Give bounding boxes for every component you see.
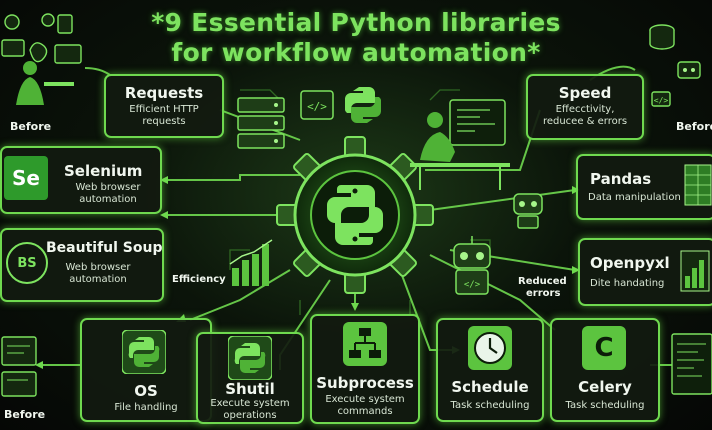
svg-text:</>: </>: [307, 100, 327, 113]
subprocess-card: Subprocess Execute system commands: [310, 314, 420, 424]
flowchart-icon: [343, 322, 387, 366]
spreadsheet-icon: [684, 164, 712, 206]
requests-desc-1: Efficient HTTP: [129, 104, 199, 115]
python-gear-icon: [276, 136, 434, 294]
reduced-label-1: Reduced: [518, 276, 567, 287]
openpyxl-card: Openpyxl Dite handating: [578, 238, 712, 306]
before-workflow-icon: [1, 13, 82, 105]
excel-chart-icon: [680, 250, 710, 292]
beautiful-soup-name: Beautiful Soup: [46, 240, 163, 256]
beautiful-soup-desc-1: Web browser: [65, 262, 131, 273]
schedule-card: Schedule Task scheduling: [436, 318, 544, 422]
openpyxl-name: Openpyxl: [590, 254, 670, 272]
selenium-desc-1: Web browser: [75, 182, 141, 193]
celery-card: C Celery Task scheduling: [550, 318, 660, 422]
speed-desc-2: reducee & errors: [542, 116, 628, 127]
schedule-name: Schedule: [451, 378, 529, 396]
shutil-name: Shutil: [225, 380, 275, 398]
speed-desc-1: Effecctivity,: [555, 104, 615, 115]
title-line-1: *9 Essential Python libraries: [151, 8, 561, 37]
selenium-name: Selenium: [64, 162, 143, 180]
before-label-left: Before: [10, 120, 52, 133]
python-logo-icon: [345, 87, 381, 123]
openpyxl-desc: Dite handating: [590, 278, 665, 289]
os-python-icon: [122, 330, 166, 374]
svg-text:</>: </>: [654, 96, 669, 105]
shutil-python-icon: [228, 336, 272, 380]
subprocess-desc-2: commands: [337, 406, 393, 417]
os-card: OS File handling: [80, 318, 212, 422]
selenium-logo-icon: Se: [4, 156, 48, 200]
speed-name: Speed: [558, 84, 612, 102]
shutil-desc-1: Execute system: [210, 398, 290, 409]
beautiful-soup-card: BS Beautiful Soup Web browser automation: [0, 228, 164, 302]
requests-name: Requests: [124, 84, 204, 102]
svg-text:</>: </>: [464, 280, 481, 290]
celery-logo-icon: C: [582, 326, 626, 370]
pandas-desc: Data manipulation: [588, 192, 681, 203]
robot-icon: [513, 193, 543, 229]
before-label-right: Before: [676, 120, 712, 133]
after-workflow-icon: </>: [649, 24, 701, 107]
server-stack-icon: [237, 97, 285, 149]
subprocess-name: Subprocess: [316, 374, 414, 392]
beautiful-soup-logo-icon: BS: [6, 242, 48, 284]
selenium-card: Se Selenium Web browser automation: [0, 146, 162, 214]
monitor-icon: [1, 336, 37, 397]
bar-chart-icon: [229, 239, 273, 286]
before-label-bottom: Before: [4, 408, 46, 421]
shutil-card: Shutil Execute system operations: [196, 332, 304, 424]
celery-name: Celery: [578, 378, 632, 396]
requests-card: Requests Efficient HTTP requests: [104, 74, 224, 138]
code-brackets-icon: </>: [300, 90, 334, 120]
celery-desc: Task scheduling: [565, 400, 645, 411]
clock-icon: [468, 326, 512, 370]
os-desc: File handling: [114, 402, 178, 413]
selenium-desc-2: automation: [79, 194, 137, 205]
robot-large-icon: </>: [453, 236, 491, 295]
subprocess-desc-1: Execute system: [325, 394, 405, 405]
beautiful-soup-desc-2: automation: [69, 274, 127, 285]
pandas-name: Pandas: [590, 170, 652, 188]
title-line-2: for workflow automation*: [171, 38, 541, 67]
developer-desk-icon: [410, 99, 510, 190]
reduced-label-2: errors: [526, 288, 561, 299]
schedule-desc: Task scheduling: [450, 400, 530, 411]
speed-card: Speed Effecctivity, reducee & errors: [526, 74, 644, 140]
requests-desc-2: requests: [142, 116, 186, 127]
efficiency-label: Efficiency: [172, 274, 226, 285]
code-monitor-icon: [671, 333, 712, 395]
pandas-card: Pandas Data manipulation: [576, 154, 712, 220]
shutil-desc-2: operations: [223, 410, 277, 421]
os-name: OS: [134, 382, 158, 400]
